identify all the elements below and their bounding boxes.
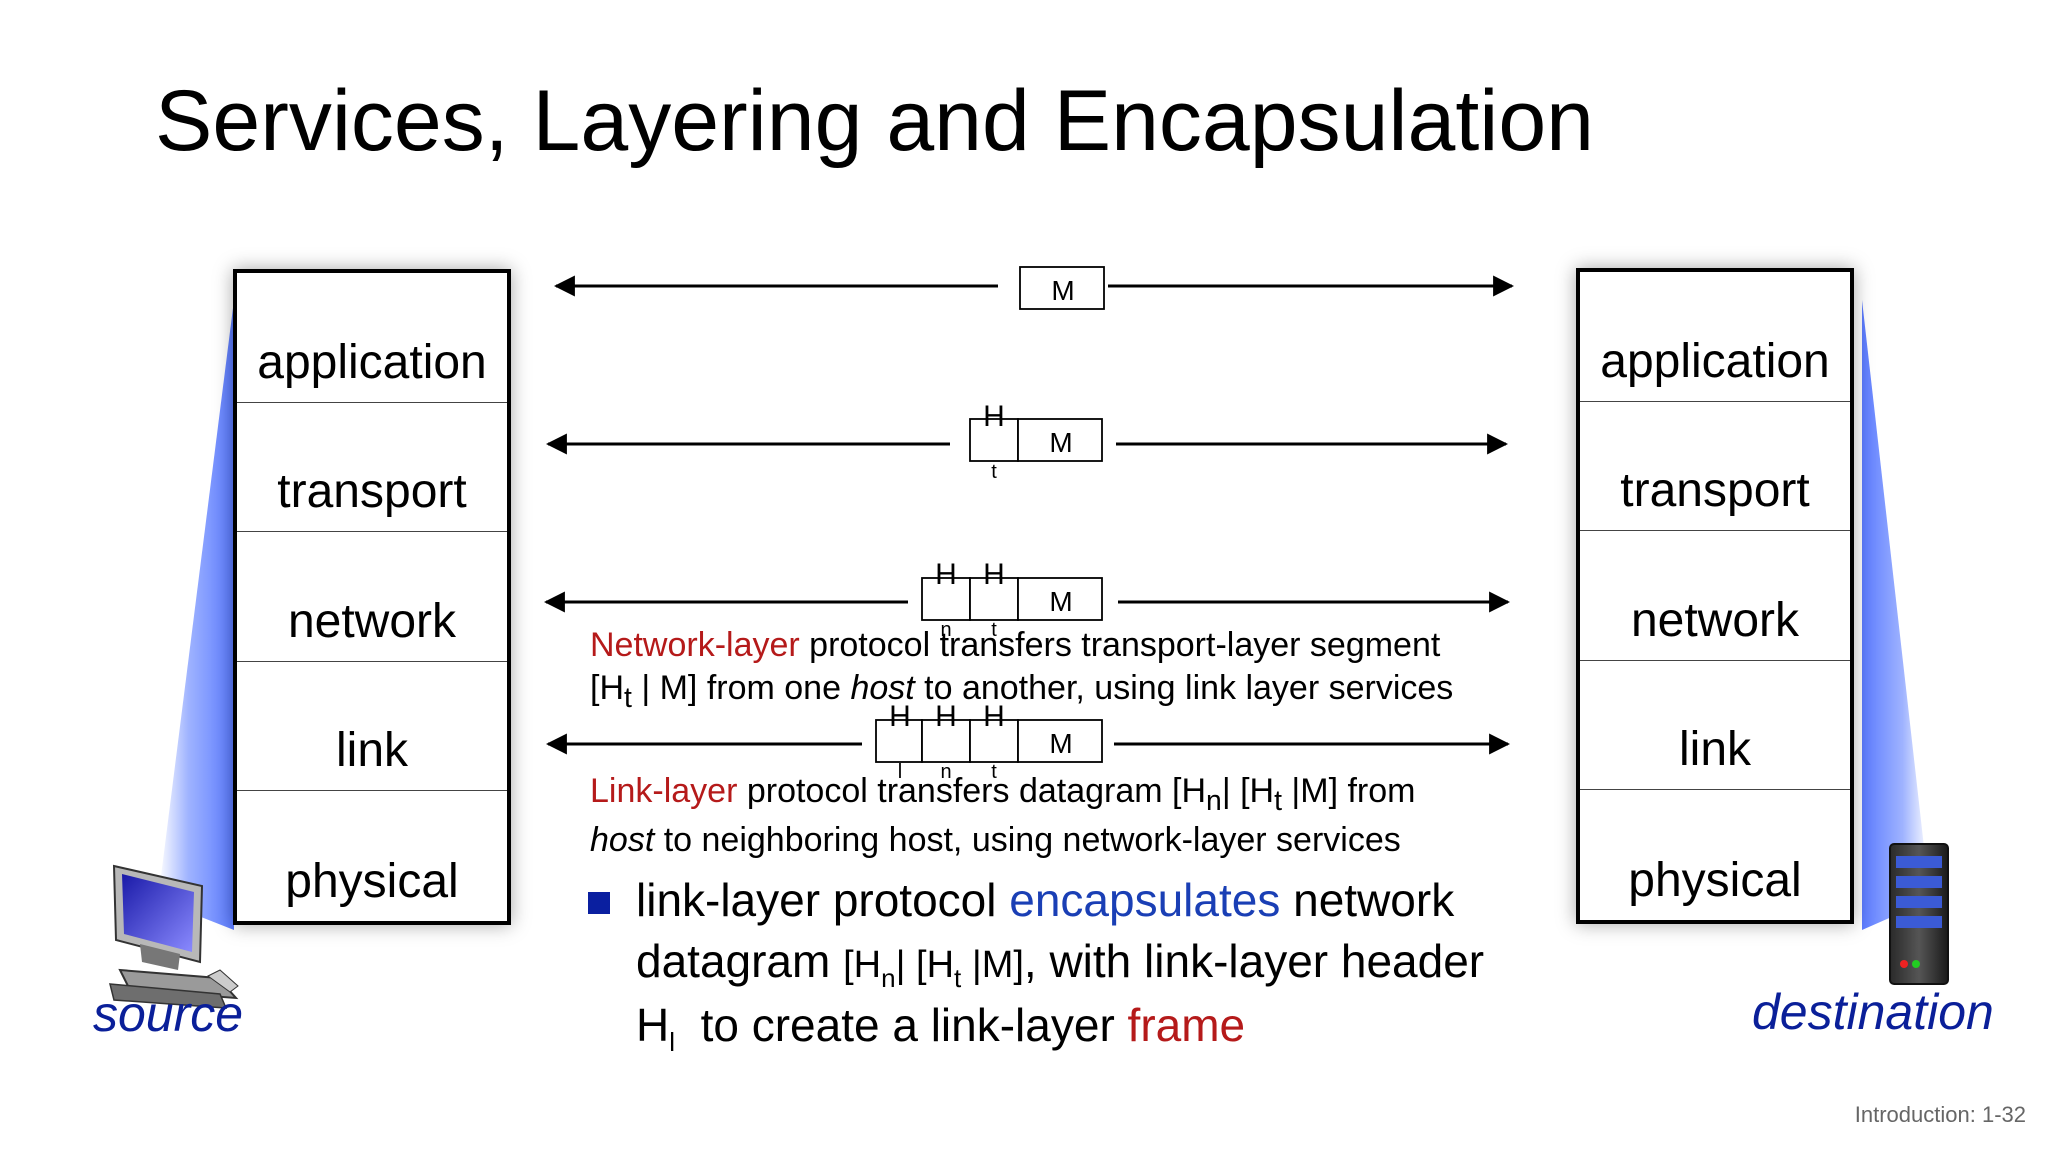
destination-layer-physical: physical bbox=[1580, 790, 1850, 920]
bullet-line3: Hl to create a link-layer frame bbox=[636, 999, 1246, 1058]
destination-layer-network: network bbox=[1580, 531, 1850, 661]
layer-label: physical bbox=[285, 854, 459, 908]
network-hn-sub: n bbox=[940, 619, 951, 641]
transport-ht-letter: H bbox=[983, 400, 1005, 433]
source-layer-physical: physical bbox=[237, 791, 507, 921]
layer-label: link bbox=[1678, 723, 1752, 777]
destination-layer-link: link bbox=[1580, 661, 1850, 791]
page-title: Services, Layering and Encapsulation bbox=[155, 73, 1594, 169]
network-ht-letter: H bbox=[983, 558, 1005, 591]
app-packet-m bbox=[1019, 266, 1105, 310]
layer-label: transport bbox=[277, 465, 467, 519]
layer-label: network bbox=[287, 594, 457, 648]
network-layer-caption: Network-layer protocol transfers transpo… bbox=[590, 624, 1454, 716]
layer-label: link bbox=[335, 724, 409, 778]
link-packet-m-label: M bbox=[1049, 728, 1072, 759]
layer-label: application bbox=[1600, 334, 1830, 388]
link-ht-sub: t bbox=[991, 761, 997, 783]
network-caption-line1: Network-layer protocol transfers transpo… bbox=[590, 626, 1441, 664]
transport-packet-m-label: M bbox=[1049, 427, 1072, 458]
layer-label: transport bbox=[1620, 464, 1810, 518]
network-ht-sub: t bbox=[991, 619, 997, 641]
bullet-line2: datagram [Hn| [Ht |M], with link-layer h… bbox=[636, 934, 1485, 993]
link-caption-line2: host to neighboring host, using network-… bbox=[590, 821, 1401, 860]
transport-packet-m bbox=[1017, 418, 1103, 462]
source-layer-application: application bbox=[237, 273, 507, 403]
link-hn-sub: n bbox=[940, 761, 951, 783]
link-packet-m bbox=[1017, 719, 1103, 763]
link-layer-caption: Link-layer protocol transfers datagram [… bbox=[590, 770, 1416, 862]
network-caption-line2: [Ht | M] from one host to another, using… bbox=[590, 668, 1454, 714]
source-layer-network: network bbox=[237, 532, 507, 662]
link-hn-letter: H bbox=[935, 700, 957, 733]
network-packet-m-label: M bbox=[1049, 586, 1072, 617]
slide-footer: Introduction: 1-32 bbox=[1854, 1102, 2026, 1127]
source-layer-transport: transport bbox=[237, 403, 507, 533]
source-protocol-stack: application transport network link physi… bbox=[233, 269, 511, 925]
source-label: source bbox=[93, 986, 244, 1042]
app-packet-m-label: M bbox=[1051, 275, 1074, 306]
bullet-square-icon bbox=[588, 892, 610, 914]
network-packet-ht bbox=[969, 577, 1019, 621]
link-hl-sub: l bbox=[898, 761, 902, 783]
link-hl-letter: H bbox=[889, 700, 911, 733]
encapsulation-bullet: link-layer protocol encapsulates network… bbox=[588, 870, 1485, 1060]
layer-label: application bbox=[257, 335, 487, 389]
server-icon bbox=[1889, 843, 1949, 985]
source-layer-link: link bbox=[237, 662, 507, 792]
computer-icon bbox=[109, 864, 239, 1009]
destination-wedge bbox=[1862, 300, 1930, 930]
link-packet-ht bbox=[969, 719, 1019, 763]
network-hn-letter: H bbox=[935, 558, 957, 591]
layer-label: network bbox=[1630, 593, 1800, 647]
layer-label: physical bbox=[1628, 853, 1802, 907]
link-ht-letter: H bbox=[983, 700, 1005, 733]
destination-protocol-stack: application transport network link physi… bbox=[1576, 268, 1854, 924]
link-caption-line1: Link-layer protocol transfers datagram [… bbox=[590, 772, 1416, 817]
destination-label: destination bbox=[1752, 984, 1994, 1040]
destination-layer-transport: transport bbox=[1580, 402, 1850, 532]
source-wedge bbox=[158, 300, 234, 930]
arrows bbox=[543, 275, 1515, 755]
bullet-line1: link-layer protocol encapsulates network bbox=[636, 874, 1455, 926]
transport-ht-sub: t bbox=[991, 461, 997, 483]
network-packet-m bbox=[1017, 577, 1103, 621]
destination-layer-application: application bbox=[1580, 272, 1850, 402]
